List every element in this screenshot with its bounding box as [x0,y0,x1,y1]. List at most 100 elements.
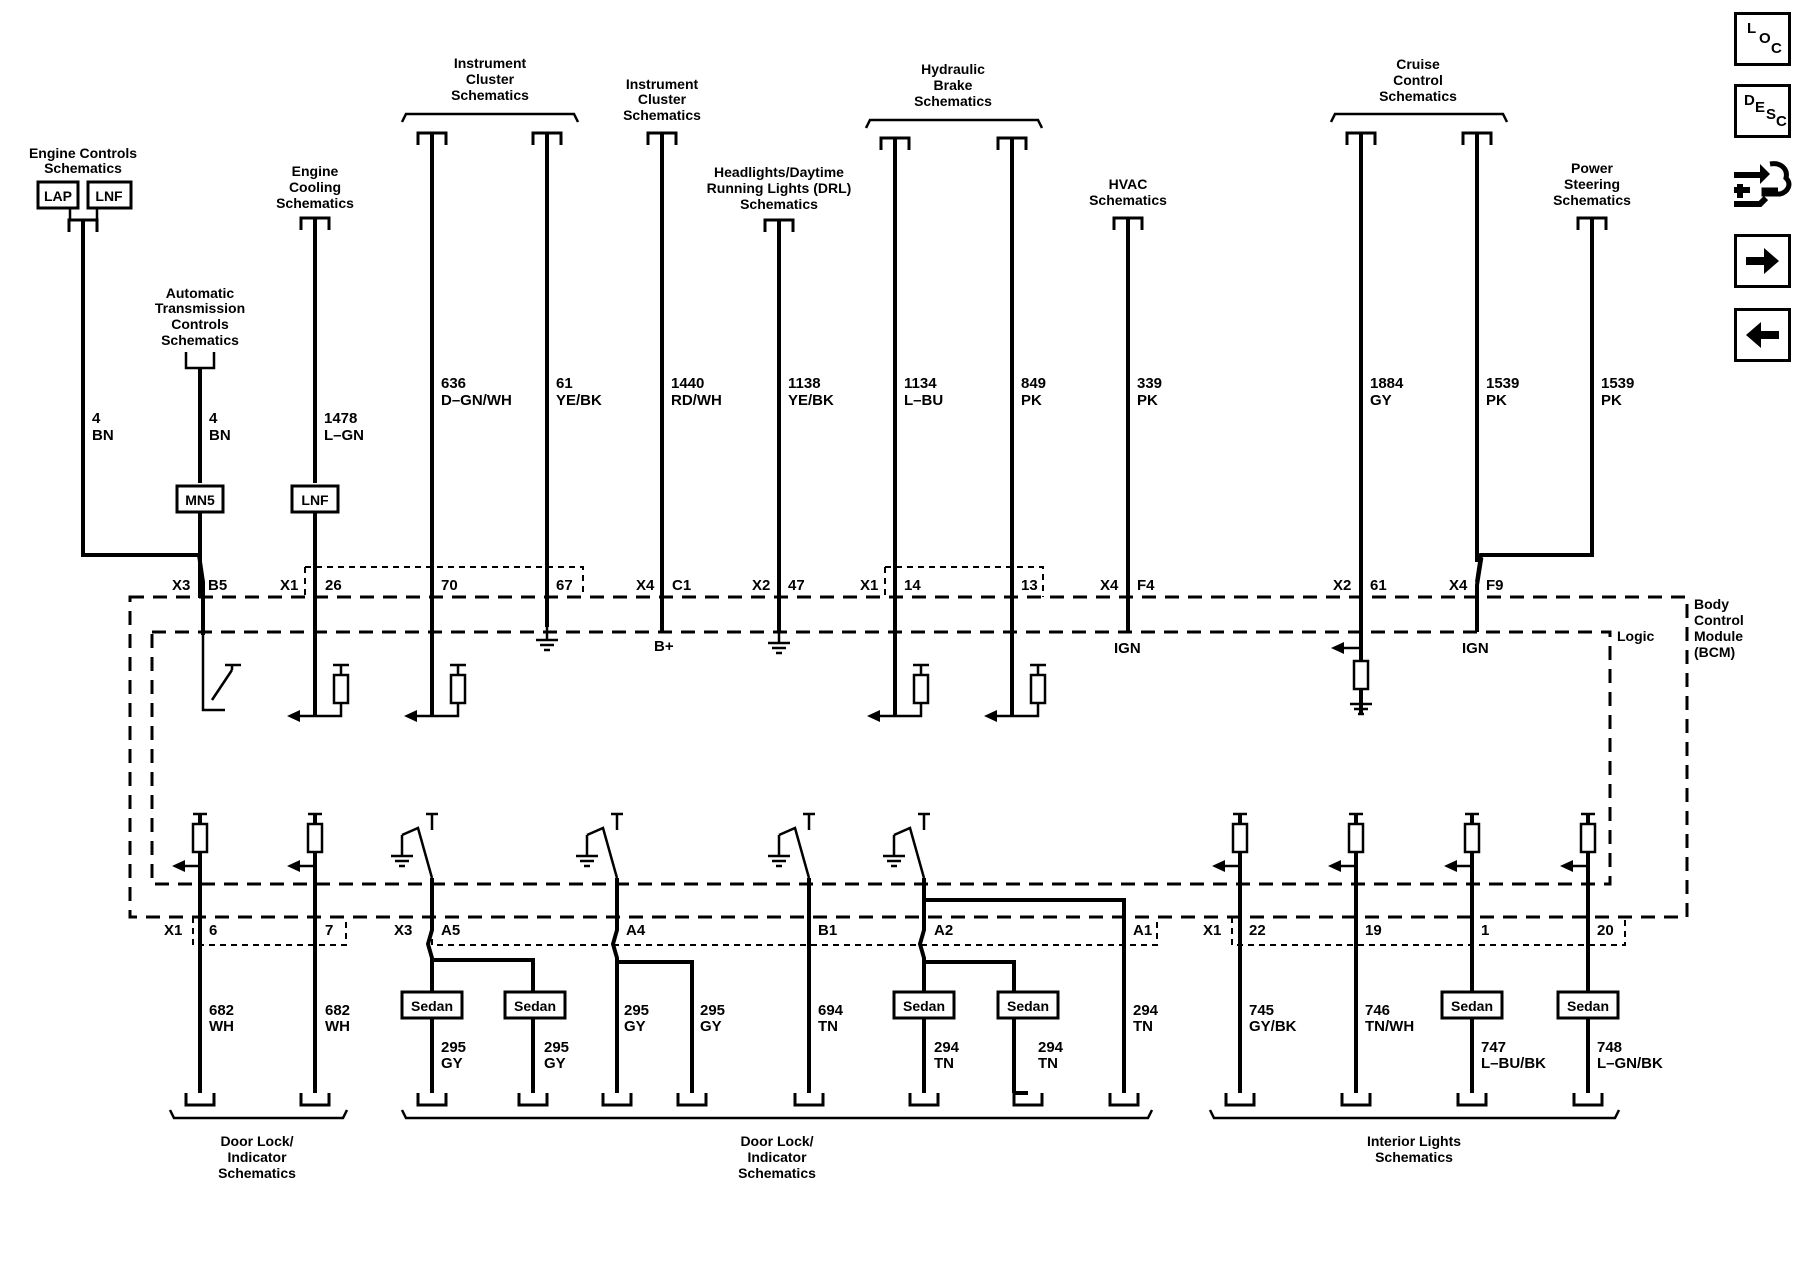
svg-text:BN: BN [209,427,231,444]
sedan-label: Sedan [1567,998,1609,1014]
svg-text:GY: GY [1370,392,1392,409]
svg-text:4: 4 [92,410,101,427]
svg-text:14: 14 [904,577,921,594]
svg-text:X3: X3 [172,577,190,594]
sedan-label: Sedan [411,998,453,1014]
svg-text:D–GN/WH: D–GN/WH [441,392,512,409]
option-box-lnf-2 [290,484,340,514]
svg-text:13: 13 [1021,577,1038,594]
next-arrow-icon[interactable] [1734,234,1791,288]
svg-text:70: 70 [441,577,458,594]
svg-text:682: 682 [325,1002,350,1019]
svg-text:1: 1 [1481,922,1489,939]
wire-1539-power [1475,218,1594,583]
desc-letter-c: C [1776,113,1787,130]
svg-text:294: 294 [934,1039,960,1056]
svg-text:X2: X2 [752,577,770,594]
svg-text:X4: X4 [636,577,655,594]
svg-text:X1: X1 [860,577,878,594]
svg-text:747: 747 [1481,1039,1506,1056]
desc-letter-s: S [1766,106,1777,123]
svg-text:849: 849 [1021,375,1046,392]
svg-text:PK: PK [1021,392,1042,409]
svg-text:61: 61 [1370,577,1387,594]
loc-letter-c: C [1771,40,1782,57]
svg-text:TN: TN [934,1055,954,1072]
svg-text:1884: 1884 [1370,375,1404,392]
svg-text:4: 4 [209,410,218,427]
svg-text:26: 26 [325,577,342,594]
svg-text:RD/WH: RD/WH [671,392,722,409]
svg-text:47: 47 [788,577,805,594]
svg-text:1539: 1539 [1486,375,1519,392]
svg-text:TN: TN [1133,1018,1153,1035]
svg-text:YE/BK: YE/BK [788,392,834,409]
svg-text:745: 745 [1249,1002,1274,1019]
svg-text:BN: BN [92,427,114,444]
svg-text:1440: 1440 [671,375,704,392]
svg-text:L–GN: L–GN [324,427,364,444]
connector-tool-icon[interactable] [1730,154,1792,216]
bcm-boundary [128,566,1689,946]
svg-text:6: 6 [209,922,217,939]
sedan-label: Sedan [1451,998,1493,1014]
svg-text:1138: 1138 [788,375,821,392]
svg-text:TN/WH: TN/WH [1365,1018,1414,1035]
svg-text:L–GN/BK: L–GN/BK [1597,1055,1663,1072]
svg-text:LAP: LAP [44,188,72,204]
svg-text:B5: B5 [208,577,227,594]
description-icon[interactable]: D E S C [1734,84,1791,138]
svg-text:TN: TN [818,1018,838,1035]
svg-text:67: 67 [556,577,573,594]
sedan-label: Sedan [514,998,556,1014]
svg-text:B+: B+ [654,638,674,655]
svg-text:GY: GY [700,1018,722,1035]
svg-text:PK: PK [1486,392,1507,409]
option-box-lnf: LNF [86,180,133,210]
svg-text:IGN: IGN [1462,640,1489,657]
loc-letter-o: O [1759,30,1771,47]
svg-text:A5: A5 [441,922,460,939]
svg-text:A4: A4 [626,922,646,939]
loc-letter-l: L [1747,20,1757,37]
svg-text:1539: 1539 [1601,375,1634,392]
location-icon[interactable]: L O C [1734,12,1791,66]
option-box-lap: LAP [36,180,80,210]
svg-text:295: 295 [700,1002,725,1019]
desc-letter-d: D [1744,92,1755,109]
svg-text:339: 339 [1137,375,1162,392]
svg-text:295: 295 [544,1039,569,1056]
svg-text:748: 748 [1597,1039,1622,1056]
svg-text:294: 294 [1133,1002,1159,1019]
svg-text:20: 20 [1597,922,1614,939]
svg-text:22: 22 [1249,922,1266,939]
svg-text:C1: C1 [672,577,691,594]
svg-text:X1: X1 [1203,922,1221,939]
svg-text:LNF: LNF [301,492,329,508]
svg-text:GY/BK: GY/BK [1249,1018,1297,1035]
svg-text:PK: PK [1601,392,1622,409]
svg-text:YE/BK: YE/BK [556,392,602,409]
svg-text:746: 746 [1365,1002,1390,1019]
svg-text:F4: F4 [1137,577,1155,594]
previous-arrow-icon[interactable] [1734,308,1791,362]
svg-text:A1: A1 [1133,922,1152,939]
logic-label: Logic [1617,628,1655,644]
sedan-label: Sedan [903,998,945,1014]
bottom-internal-circuits [172,812,1597,1093]
